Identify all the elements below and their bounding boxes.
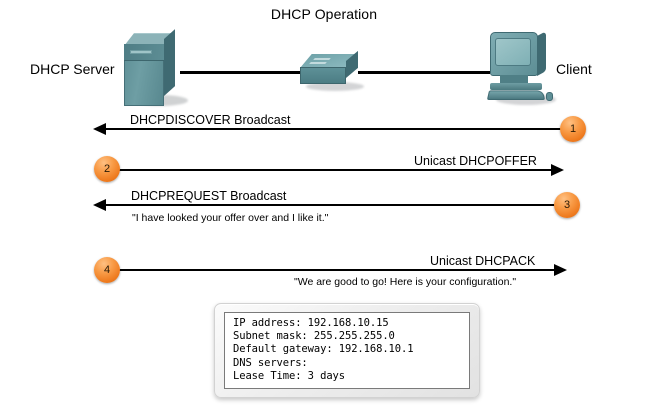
server-label: DHCP Server — [30, 61, 115, 77]
step-3-badge: 3 — [554, 192, 580, 218]
switch-front-face — [300, 67, 346, 84]
step-3-label: DHCPREQUEST Broadcast — [131, 189, 287, 203]
step-1-label: DHCPDISCOVER Broadcast — [130, 113, 291, 127]
step-3-arrow-line — [106, 204, 557, 206]
pc-keyboard — [486, 90, 546, 100]
config-line-ip-address: IP address: 192.168.10.15 — [233, 317, 389, 329]
pc-monitor-side — [537, 31, 546, 76]
switch-shadow — [306, 82, 364, 91]
config-line-subnet-mask: Subnet mask: 255.255.255.0 — [233, 330, 395, 343]
config-line-lease-time: Lease Time: 3 days — [233, 369, 345, 382]
step-4-arrowhead — [554, 264, 567, 276]
pc-screen — [495, 38, 531, 66]
step-2-label: Unicast DHCPOFFER — [414, 154, 537, 168]
step-2-arrowhead — [551, 164, 564, 176]
step-1-badge: 1 — [560, 116, 586, 142]
step-3-quote: "I have looked your offer over and I lik… — [132, 212, 329, 224]
client-label: Client — [556, 61, 592, 77]
desktop-pc-icon — [486, 31, 556, 108]
step-2-badge: 2 — [94, 156, 120, 182]
step-4-arrow-line — [113, 269, 554, 271]
configuration-box: IP address: 192.168.10.15 Subnet mask: 2… — [214, 303, 480, 398]
step-1-arrowhead — [93, 123, 106, 135]
page-title: DHCP Operation — [270, 6, 378, 22]
pc-monitor-neck — [500, 75, 528, 84]
switch-arrow-glyph-2 — [309, 62, 327, 64]
step-4-quote: "We are good to go! Here is your configu… — [294, 276, 517, 288]
link-switch-to-client — [358, 71, 490, 74]
config-line-dns-servers: DNS servers: — [233, 356, 308, 369]
pc-monitor-base — [490, 83, 542, 90]
step-1-arrow-line — [106, 128, 563, 130]
server-side-face — [164, 29, 175, 96]
step-2-arrow-line — [113, 169, 551, 171]
configuration-box-inner: IP address: 192.168.10.15 Subnet mask: 2… — [224, 312, 470, 389]
server-icon — [124, 29, 188, 106]
config-line-default-gateway: Default gateway: 192.168.10.1 — [233, 343, 414, 356]
pc-mouse — [546, 92, 553, 101]
step-4-badge: 4 — [94, 257, 120, 283]
server-drive-slot — [130, 50, 152, 54]
switch-arrow-glyph-1 — [313, 58, 331, 60]
switch-icon — [300, 50, 364, 92]
step-4-label: Unicast DHCPACK — [430, 254, 536, 268]
link-server-to-switch — [180, 71, 302, 74]
step-3-arrowhead — [93, 199, 106, 211]
